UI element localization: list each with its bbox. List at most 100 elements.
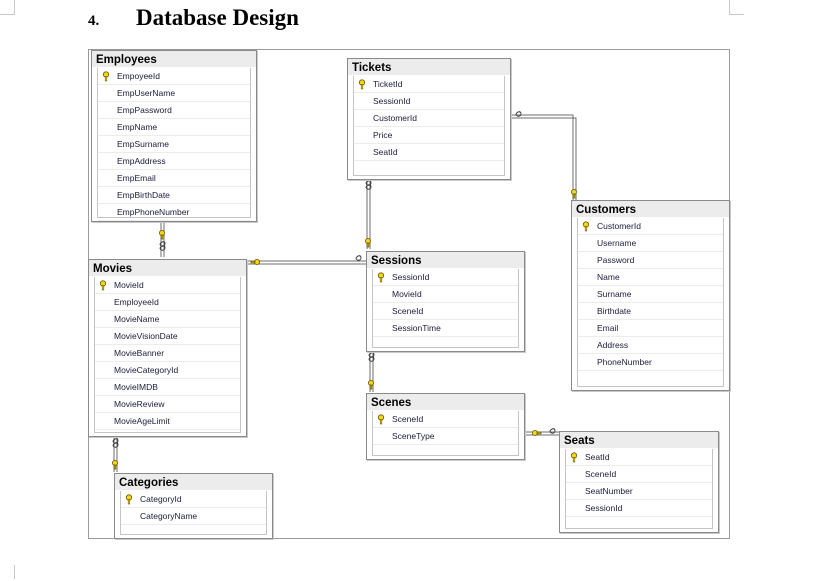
column-row[interactable]: MovieVisionDate <box>95 328 240 345</box>
many-marker <box>159 241 166 251</box>
table-scenes[interactable]: Scenes SceneId SceneType <box>366 393 525 460</box>
column-row[interactable]: Birthdate <box>578 303 723 320</box>
primary-key-icon <box>99 280 109 291</box>
primary-key-icon <box>582 221 592 232</box>
column-row[interactable]: SessionId <box>354 93 504 110</box>
table-employees[interactable]: Employees EmpoyeeId EmpUserName EmpPassw… <box>91 50 257 222</box>
column-row[interactable]: EmpPhoneNumber <box>98 204 250 221</box>
column-name: SceneType <box>392 431 435 441</box>
column-name: MovieId <box>392 289 422 299</box>
column-name: CustomerId <box>373 113 417 123</box>
column-row[interactable]: EmployeeId <box>95 294 240 311</box>
rel-customers-tickets <box>511 114 577 200</box>
column-row[interactable]: TicketId <box>354 76 504 93</box>
column-row[interactable]: MovieId <box>95 277 240 294</box>
column-row[interactable]: SessionId <box>566 500 712 517</box>
column-row[interactable]: EmpName <box>98 119 250 136</box>
key-icon <box>571 188 578 199</box>
table-title: Tickets <box>348 59 510 75</box>
column-name: MovieName <box>114 314 160 324</box>
column-row[interactable]: SessionTime <box>373 320 518 337</box>
column-row[interactable]: Surname <box>578 286 723 303</box>
column-name: MovieAgeLimit <box>114 416 170 426</box>
column-row[interactable]: SceneId <box>373 411 518 428</box>
column-name: EmpName <box>117 122 158 132</box>
column-row[interactable]: MovieName <box>95 311 240 328</box>
column-name: EmpUserName <box>117 88 176 98</box>
column-name: Email <box>597 323 619 333</box>
column-row[interactable]: EmpPassword <box>98 102 250 119</box>
column-name: SeatId <box>373 147 398 157</box>
column-row[interactable]: Email <box>578 320 723 337</box>
column-row[interactable]: CustomerId <box>578 218 723 235</box>
primary-key-icon <box>570 452 580 463</box>
column-row[interactable]: SeatNumber <box>566 483 712 500</box>
column-name: Surname <box>597 289 632 299</box>
column-row[interactable]: SessionId <box>373 269 518 286</box>
column-row[interactable]: CategoryName <box>121 508 266 525</box>
column-row[interactable]: EmpBirthDate <box>98 187 250 204</box>
column-name: TicketId <box>373 79 403 89</box>
table-sessions[interactable]: Sessions SessionId MovieId SceneId Sessi… <box>366 251 525 352</box>
table-title: Movies <box>89 260 246 276</box>
column-row[interactable]: Price <box>354 127 504 144</box>
column-row[interactable]: Name <box>578 269 723 286</box>
primary-key-icon <box>102 71 112 82</box>
key-icon <box>158 229 165 240</box>
column-row[interactable]: EmpoyeeId <box>98 68 250 85</box>
rel-employees-movies <box>160 222 165 257</box>
column-row[interactable]: EmpAddress <box>98 153 250 170</box>
table-title: Customers <box>572 201 729 217</box>
rel-sessions-tickets <box>366 180 371 249</box>
column-name: SessionTime <box>392 323 441 333</box>
column-name: EmpPhoneNumber <box>117 207 190 217</box>
column-name: MovieReview <box>114 399 165 409</box>
column-row[interactable]: SeatId <box>566 449 712 466</box>
column-row[interactable]: SceneId <box>566 466 712 483</box>
column-name: Password <box>597 255 635 265</box>
column-row[interactable]: PhoneNumber <box>578 354 723 371</box>
primary-key-icon <box>377 414 387 425</box>
column-row[interactable]: MovieId <box>373 286 518 303</box>
column-name: EmployeeId <box>114 297 159 307</box>
column-row[interactable]: Password <box>578 252 723 269</box>
table-tickets[interactable]: Tickets TicketId SessionId CustomerId Pr… <box>347 58 511 180</box>
table-customers[interactable]: Customers CustomerId Username Password N… <box>571 200 730 391</box>
column-name: CategoryName <box>140 511 198 521</box>
column-row[interactable]: MovieBanner <box>95 345 240 362</box>
column-row[interactable]: CustomerId <box>354 110 504 127</box>
column-row[interactable]: EmpSurname <box>98 136 250 153</box>
column-row[interactable]: MovieAgeLimit <box>95 413 240 430</box>
key-icon <box>250 259 260 266</box>
column-row[interactable]: SceneId <box>373 303 518 320</box>
key-icon <box>364 237 371 248</box>
column-row[interactable]: SeatId <box>354 144 504 161</box>
column-row[interactable]: Username <box>578 235 723 252</box>
table-categories[interactable]: Categories CategoryId CategoryName <box>114 473 273 539</box>
column-row[interactable]: EmpUserName <box>98 85 250 102</box>
column-name: EmpAddress <box>117 156 166 166</box>
table-seats[interactable]: Seats SeatId SceneId SeatNumber SessionI… <box>559 431 719 533</box>
column-row[interactable]: Address <box>578 337 723 354</box>
column-name: Username <box>597 238 637 248</box>
column-name: Price <box>373 130 393 140</box>
primary-key-icon <box>377 272 387 283</box>
column-name: CustomerId <box>597 221 641 231</box>
column-row[interactable]: EmpEmail <box>98 170 250 187</box>
key-icon <box>112 459 119 470</box>
column-name: SceneId <box>392 414 424 424</box>
table-title: Seats <box>560 432 718 448</box>
column-row[interactable]: MovieReview <box>95 396 240 413</box>
column-name: Address <box>597 340 629 350</box>
column-name: EmpEmail <box>117 173 156 183</box>
table-movies[interactable]: Movies MovieId EmployeeId MovieName Movi… <box>88 259 247 437</box>
column-row[interactable]: CategoryId <box>121 491 266 508</box>
column-row[interactable]: MovieIMDB <box>95 379 240 396</box>
table-title: Scenes <box>367 394 524 410</box>
primary-key-icon <box>125 494 135 505</box>
column-row[interactable]: SceneType <box>373 428 518 445</box>
column-row[interactable]: MovieCategoryId <box>95 362 240 379</box>
column-name: MovieVisionDate <box>114 331 178 341</box>
key-icon <box>532 429 542 436</box>
many-marker <box>368 352 375 362</box>
